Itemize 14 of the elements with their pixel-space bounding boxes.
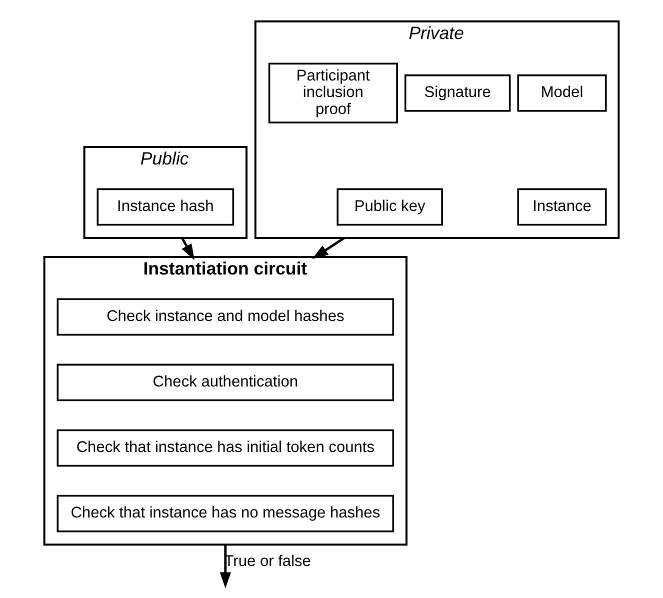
- node-box: Signature: [404, 74, 511, 112]
- node-box: Check that instance has initial token counts: [56, 429, 394, 467]
- node-box: Participant inclusion proof: [268, 62, 398, 124]
- node-box: Check authentication: [56, 364, 394, 402]
- node-box: Check instance and model hashes: [56, 298, 394, 336]
- arrow: [220, 544, 232, 588]
- node-box: Instance hash: [96, 188, 234, 226]
- arrow: [312, 237, 345, 259]
- node-box: Model: [517, 74, 607, 112]
- node-box: Instance: [517, 188, 607, 226]
- node-box: Public key: [336, 188, 443, 226]
- edge-label: True or false: [224, 552, 311, 570]
- arrow: [181, 237, 194, 260]
- node-box: Check that instance has no message hashes: [56, 494, 394, 532]
